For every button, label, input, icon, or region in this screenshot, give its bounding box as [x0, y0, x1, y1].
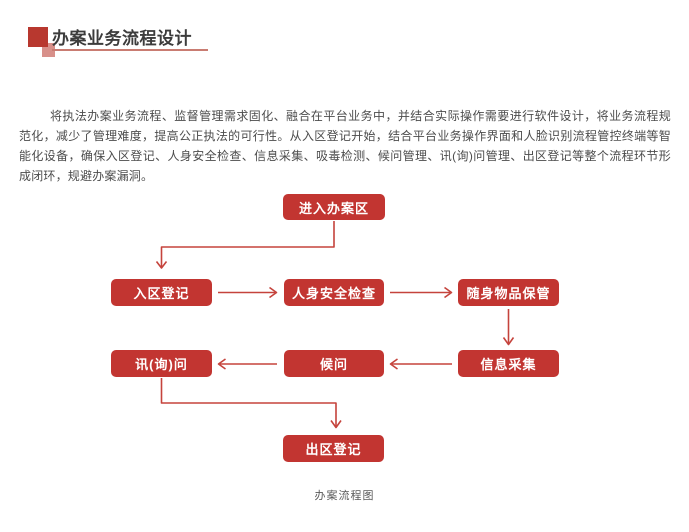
- title-underline: [52, 49, 208, 51]
- flow-node-waiting: 候问: [284, 350, 384, 377]
- flow-node-interrogation: 讯(询)问: [111, 350, 212, 377]
- flow-node-register-out: 出区登记: [283, 435, 384, 462]
- intro-paragraph: 将执法办案业务流程、监督管理需求固化、融合在平台业务中，并结合实际操作需要进行软…: [19, 109, 671, 183]
- flow-node-belongings-storage: 随身物品保管: [458, 279, 559, 306]
- flow-caption: 办案流程图: [314, 490, 375, 502]
- flow-node-info-collection: 信息采集: [458, 350, 559, 377]
- accent-square-dark: [28, 27, 48, 47]
- page-title: 办案业务流程设计: [52, 29, 192, 48]
- flow-node-register-in: 入区登记: [111, 279, 212, 306]
- flow-node-enter-case-area: 进入办案区: [283, 194, 385, 220]
- flow-node-security-check: 人身安全检查: [284, 279, 384, 306]
- title-accent-squares-icon: [28, 27, 56, 57]
